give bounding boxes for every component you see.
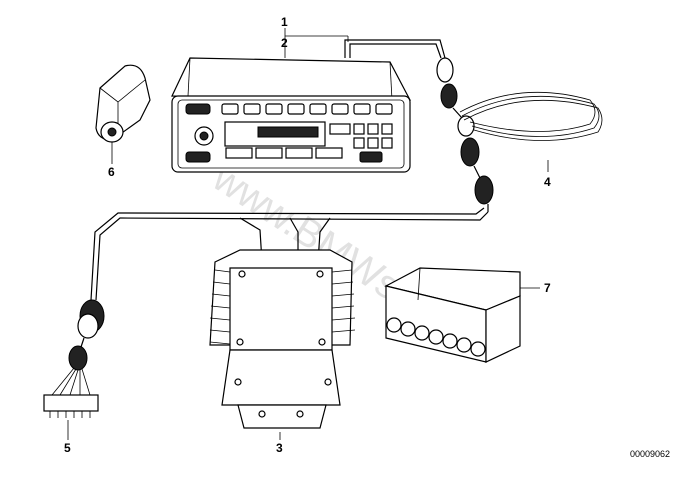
callout-4: 4 [544, 175, 551, 189]
radio-antenna-cable [344, 39, 446, 59]
callout-2: 2 [281, 36, 288, 50]
callout-6: 6 [108, 165, 115, 179]
part-6-handset[interactable] [95, 64, 151, 160]
part-1-2-radio-unit[interactable] [171, 57, 412, 173]
part-4-antenna-cable[interactable] [436, 57, 603, 212]
callout-3: 3 [276, 441, 283, 455]
callout-5: 5 [64, 441, 71, 455]
callout-7: 7 [544, 281, 551, 295]
reference-number: 00009062 [630, 449, 670, 459]
part-3-amplifier[interactable] [209, 249, 356, 429]
box-tube-ends [386, 317, 486, 357]
part-5-connector[interactable] [43, 299, 105, 418]
part-7-box[interactable] [384, 267, 521, 363]
callout-1: 1 [281, 15, 288, 29]
leader-lines [67, 28, 549, 440]
main-harness-cable [95, 211, 489, 301]
